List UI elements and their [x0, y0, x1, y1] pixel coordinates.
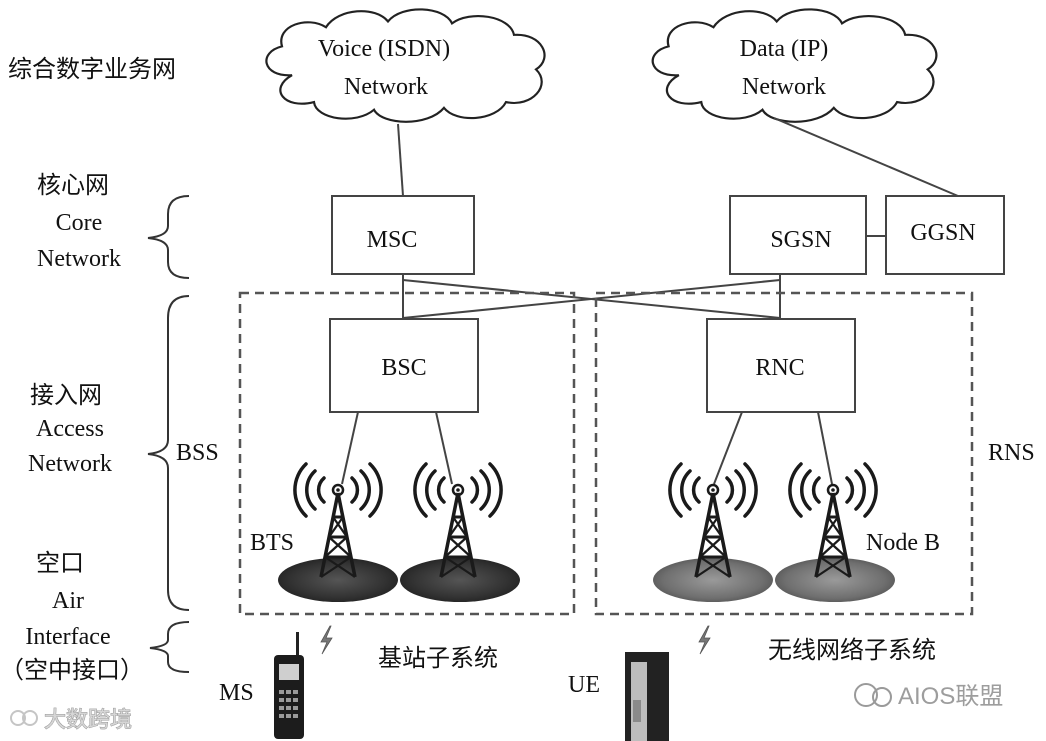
watermark-right: AIOS联盟	[854, 683, 1003, 710]
air-interface-en-label-2: Interface	[25, 624, 110, 650]
air-interface-brace	[149, 621, 190, 673]
svg-text:BSC: BSC	[381, 355, 426, 381]
voice-cloud-line2: Network	[344, 74, 428, 100]
layer-braces	[147, 195, 190, 673]
air-interface-cn-label: 空口	[36, 549, 84, 577]
core-network-brace	[147, 195, 190, 279]
coverage-area	[400, 558, 520, 602]
sgsn-node: SGSN	[729, 195, 867, 275]
bss-cn-label: 基站子系统	[378, 644, 498, 672]
svg-text:GGSN: GGSN	[910, 220, 975, 246]
data-ip-network-cloud: Data (IP) Network	[651, 8, 938, 123]
core-network-cn-label: 核心网	[37, 171, 109, 199]
ue-label: UE	[568, 672, 600, 698]
rns-cn-label: 无线网络子系统	[768, 636, 936, 664]
bss-label: BSS	[176, 440, 219, 466]
rnc-node: RNC	[706, 318, 856, 413]
watermark-right-text: AIOS联盟	[898, 683, 1003, 710]
mobile-phone-icon	[274, 632, 304, 739]
svg-text:SGSN: SGSN	[770, 227, 831, 253]
watermark-left-text: 大数跨境	[44, 708, 132, 733]
air-interface-en-label-1: Air	[52, 588, 84, 614]
access-network-en-label-1: Access	[36, 416, 104, 442]
svg-text:RNC: RNC	[755, 355, 804, 381]
core-network-en-label-2: Network	[37, 246, 121, 272]
bts-label: BTS	[250, 530, 294, 556]
coverage-area	[278, 558, 398, 602]
coverage-area	[775, 558, 895, 602]
lightning-bolt-icon	[320, 625, 333, 655]
service-network-label: 综合数字业务网	[8, 55, 176, 83]
data-cloud-line2: Network	[742, 74, 826, 100]
ue-handset-icon	[625, 652, 669, 741]
data-cloud-line1: Data (IP)	[740, 36, 829, 62]
access-network-cn-label: 接入网	[30, 381, 102, 409]
bss-boundary	[238, 291, 576, 616]
air-interface-cn-paren-label: （空中接口）	[0, 656, 144, 684]
voice-isdn-network-cloud: Voice (ISDN) Network	[265, 8, 546, 123]
coverage-area	[653, 558, 773, 602]
msc-node: MSC	[331, 195, 475, 275]
svg-text:MSC: MSC	[367, 227, 418, 253]
connection-lines	[341, 117, 959, 485]
lightning-bolt-icon	[698, 625, 711, 655]
rns-boundary	[594, 291, 974, 616]
bsc-node: BSC	[329, 318, 479, 413]
access-network-en-label-2: Network	[28, 451, 112, 477]
rns-label: RNS	[988, 440, 1035, 466]
voice-cloud-line1: Voice (ISDN)	[318, 36, 450, 62]
access-network-brace	[147, 295, 190, 611]
node-b-label: Node B	[866, 530, 940, 556]
ggsn-node: GGSN	[885, 195, 1005, 275]
core-network-en-label-1: Core	[56, 210, 103, 236]
watermark-left: 大数跨境	[10, 708, 133, 734]
ms-label: MS	[219, 680, 254, 706]
